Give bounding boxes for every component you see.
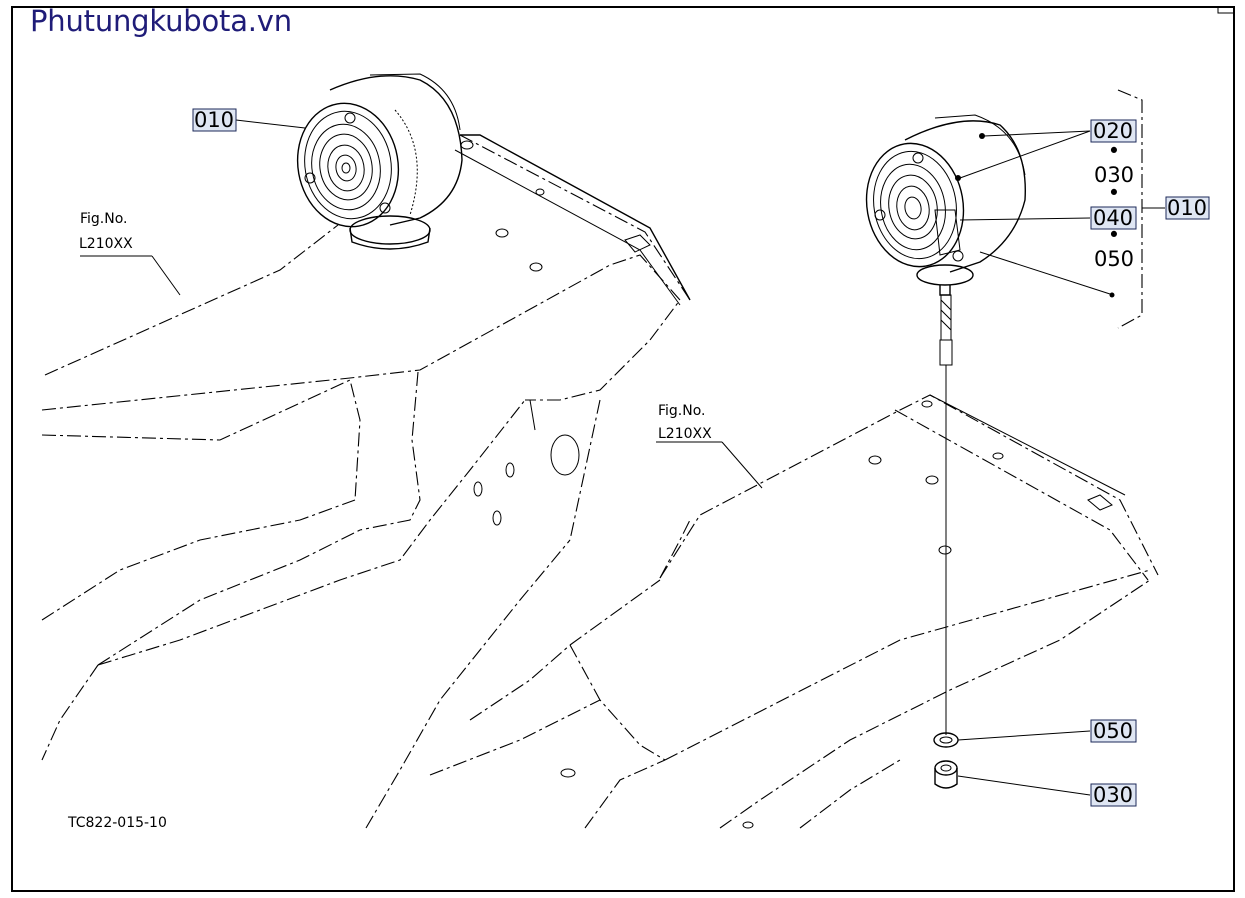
corner-mark xyxy=(1217,6,1235,14)
right-fender-outline xyxy=(429,394,1159,829)
separator-dot: • xyxy=(1108,139,1120,163)
svg-text:040: 040 xyxy=(1093,206,1133,230)
fig-ref-right-code: L210XX xyxy=(658,426,712,442)
left-part-label-010: 010 xyxy=(192,108,237,132)
washer-050 xyxy=(933,732,959,748)
hardware-label-030: 030 xyxy=(1090,783,1137,807)
svg-text:020: 020 xyxy=(1093,119,1133,143)
left-fender-outline xyxy=(41,134,691,829)
svg-text:010: 010 xyxy=(194,108,234,132)
component-label-040: 040 xyxy=(1090,206,1137,230)
component-label-030: 030 xyxy=(1094,163,1134,187)
nut-030 xyxy=(934,760,958,789)
fig-ref-left-label: Fig.No. xyxy=(80,211,128,227)
leader-lines xyxy=(80,119,1115,796)
svg-text:050: 050 xyxy=(1093,719,1133,743)
right-lamp-assembly xyxy=(865,114,1026,735)
separator-dot: • xyxy=(1108,223,1120,247)
hardware-label-050: 050 xyxy=(1090,719,1137,743)
fig-ref-left-code: L210XX xyxy=(79,236,133,252)
left-lamp-assembly xyxy=(296,73,463,250)
component-label-050: 050 xyxy=(1094,247,1134,271)
svg-text:010: 010 xyxy=(1167,196,1207,220)
svg-text:030: 030 xyxy=(1093,783,1133,807)
group-bracket xyxy=(1117,89,1165,329)
site-watermark: Phutungkubota.vn xyxy=(30,4,292,38)
component-label-020: 020 xyxy=(1090,119,1137,143)
fig-ref-right-label: Fig.No. xyxy=(658,403,706,419)
separator-dot: • xyxy=(1108,181,1120,205)
drawing-border xyxy=(11,6,1235,892)
group-label-010: 010 xyxy=(1165,196,1210,220)
drawing-code: TC822-015-10 xyxy=(67,815,167,831)
